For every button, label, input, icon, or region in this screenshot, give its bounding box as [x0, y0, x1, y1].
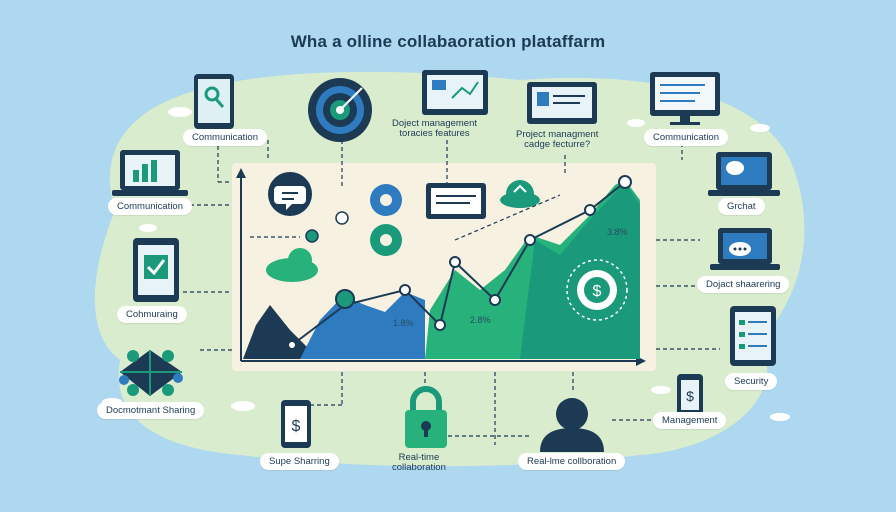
dollar-gear-icon: $	[566, 259, 628, 321]
label-communication-left: Communication	[183, 129, 267, 146]
svg-text:$: $	[593, 283, 602, 300]
label-project-mid-line2: cadge fecturre?	[524, 138, 591, 150]
label-realtime: Real-time collaboration	[392, 453, 446, 473]
label-realtime-line1: Real-time	[398, 452, 440, 463]
label-realtime-collab: Real-lme collboration	[518, 453, 626, 470]
label-management: Management	[653, 412, 727, 429]
gear-target-icon	[308, 78, 372, 142]
label-communication-laptop: Communication	[108, 198, 192, 215]
tablet-search-icon	[194, 74, 234, 129]
chart-value-label: 2.8%	[470, 315, 491, 325]
label-grchat: Grchat	[718, 198, 765, 215]
area-blue	[300, 292, 425, 359]
laptop-chart-icon	[112, 150, 188, 196]
phone-payment-icon: $	[677, 374, 703, 416]
svg-text:$: $	[686, 388, 694, 404]
tablet-list-icon	[730, 306, 776, 366]
user-avatar-icon	[540, 398, 604, 452]
label-cohmureing: Cohmuraing	[117, 306, 187, 323]
window-panel-icon	[426, 183, 486, 219]
monitor-communication-icon	[650, 72, 720, 125]
svg-text:$: $	[292, 418, 301, 435]
area-teal	[520, 182, 640, 359]
label-realtime-line2: collaboration	[392, 461, 446, 473]
label-project-top-line2: toracies features	[399, 127, 470, 139]
tablet-check-icon	[133, 238, 179, 302]
connector-lines	[183, 132, 720, 445]
label-project-mid: Project managment cadge fecturre?	[516, 130, 598, 150]
chat-bubble-icon	[268, 172, 312, 216]
label-supe-sharing: Supe Sharring	[260, 453, 339, 470]
label-project-top: Doject management toracies features	[392, 119, 477, 139]
trend-markers	[287, 175, 632, 350]
chart-value-label: 3.8%	[607, 227, 628, 237]
label-project-mid-line1: Project managment	[516, 129, 599, 140]
laptop-chat-icon	[708, 152, 780, 196]
laptop-sharing-icon	[710, 228, 780, 270]
label-document-sharing: Docmotmant Sharing	[97, 402, 205, 419]
chart-value-label: 1.8%	[393, 318, 414, 328]
gears-icon	[370, 184, 402, 256]
padlock-icon	[405, 386, 447, 448]
monitor-chart-icon	[422, 70, 488, 115]
wifi-node-icon	[305, 211, 355, 309]
label-doject-sharering: Dojact shaarering	[697, 276, 790, 293]
label-communication-right: Communication	[644, 129, 728, 146]
label-project-top-line1: Doject management	[392, 118, 478, 129]
cloud-upload-icon	[266, 180, 540, 282]
page-title: Wha a olline collabaoration plataffarm	[290, 32, 606, 51]
label-security: Security	[725, 373, 778, 390]
network-globe-icon	[119, 350, 183, 396]
monitor-document-icon	[527, 82, 597, 124]
phone-dollar-icon: $	[281, 400, 311, 448]
